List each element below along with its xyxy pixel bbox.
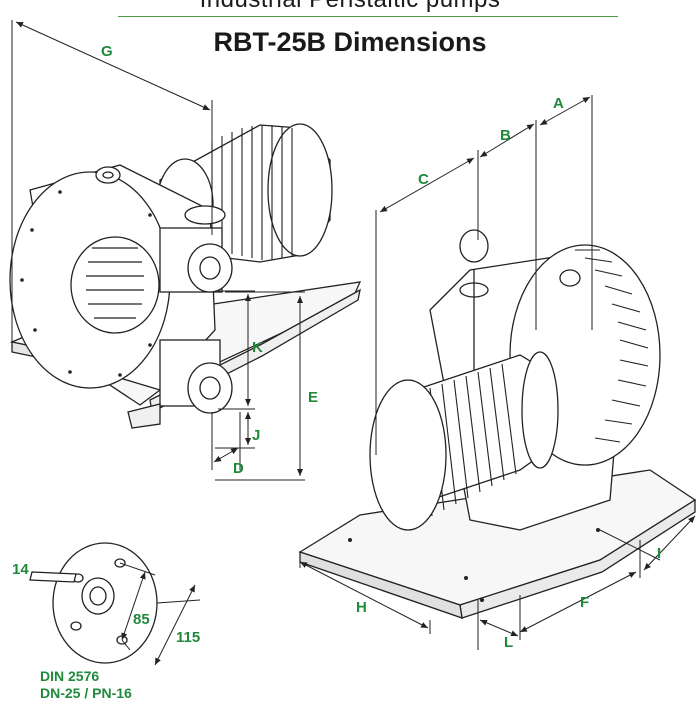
page-title: RBT-25B Dimensions [213,27,487,57]
header-rule [118,16,618,17]
dim-label-f: F [580,594,589,611]
header-subtitle: Industrial Peristaltic pumps [140,0,560,14]
dimension-lines [11,20,696,666]
dim-label-d: D [233,460,244,477]
flange-standard-line2: DN-25 / PN-16 [40,685,132,701]
flange-outer-label: 115 [176,629,200,646]
pump-right-view [298,229,697,619]
dim-label-a: A [553,95,564,112]
dim-label-g: G [101,43,113,60]
dim-label-e: E [308,389,318,406]
flange-standard-line1: DIN 2576 [40,668,100,684]
flange-bolt-circle-label: 85 [133,611,150,628]
flange-detail [29,542,158,664]
dim-label-c: C [418,171,429,188]
pump-left-view [9,123,362,429]
dim-label-b: B [500,127,511,144]
dim-label-j: J [252,427,260,444]
dim-label-h: H [356,599,367,616]
dim-label-i: I [657,545,661,562]
flange-hole-label: 14 [12,561,29,578]
dim-label-k: K [252,339,263,356]
dim-label-l: L [504,634,513,651]
